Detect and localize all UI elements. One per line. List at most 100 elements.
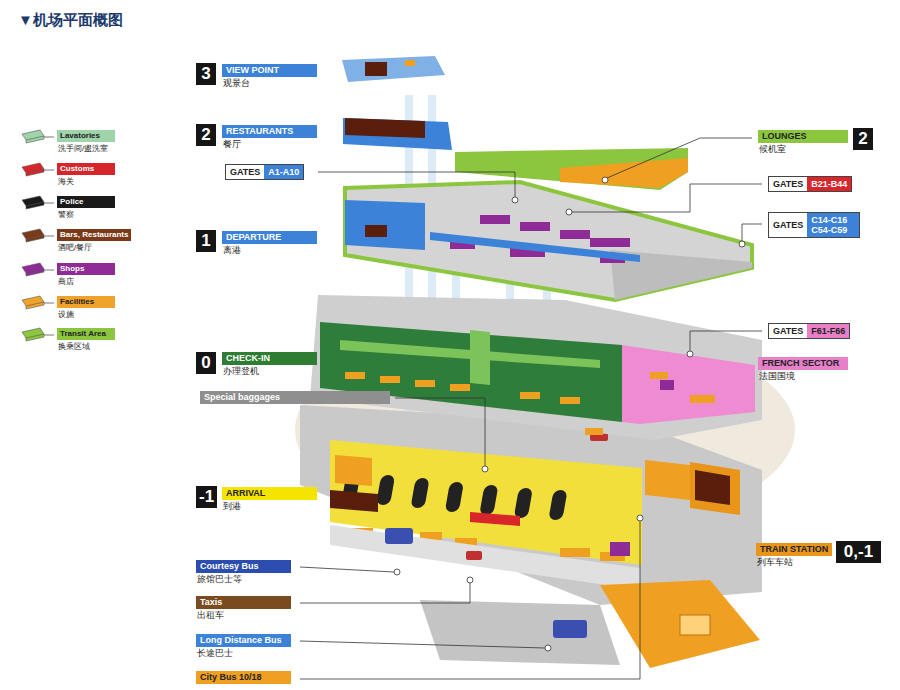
area-label-bar: Special baggages: [200, 391, 390, 404]
area-label-chinese: 离港: [222, 245, 317, 256]
legend-text: Police: [57, 196, 115, 208]
legend-chinese: 警察: [58, 210, 74, 220]
level-number: 0,-1: [836, 541, 881, 563]
legend-leader: [44, 270, 54, 271]
legend-swatch: [22, 130, 44, 143]
area-label-bar: CHECK-IN: [222, 352, 317, 365]
area-label: Special baggages: [200, 391, 390, 404]
gates-caption: GATES: [226, 165, 264, 179]
gate-box: GATESB21-B44: [768, 176, 852, 192]
gates-caption: GATES: [769, 324, 807, 338]
legend-chinese: 酒吧/餐厅: [58, 243, 92, 253]
legend-chinese: 商店: [58, 277, 74, 287]
area-label: ARRIVAL到港: [222, 487, 317, 512]
area-label: FRENCH SECTOR法国国境: [758, 357, 848, 382]
area-label-chinese: 旅馆巴士等: [196, 574, 291, 585]
area-label: RESTAURANTS餐厅: [222, 125, 317, 150]
legend-leader: [44, 303, 54, 304]
area-label-chinese: 长途巴士: [196, 648, 291, 659]
area-label: DEPARTURE离港: [222, 231, 317, 256]
level-number-text: -1: [199, 487, 214, 507]
legend-pin: [20, 194, 56, 212]
area-label-chinese: 列车车站: [756, 557, 832, 568]
gate-box: GATESC14-C16 C54-C59: [768, 212, 860, 238]
legend-swatch: [22, 196, 44, 209]
area-label-chinese: 餐厅: [222, 139, 317, 150]
legend-leader: [44, 203, 54, 204]
area-label: TRAIN STATION列车车站: [756, 543, 832, 568]
gates-caption: GATES: [769, 177, 807, 191]
area-label-bar: Long Distance Bus: [196, 634, 291, 647]
legend-chinese: 海关: [58, 177, 74, 187]
level-number-text: 2: [858, 129, 867, 149]
legend-text: Facilities: [57, 296, 115, 308]
legend-text: Transit Area: [57, 328, 115, 340]
area-label-chinese: 办理登机: [222, 366, 317, 377]
legend-pin: [20, 128, 56, 146]
area-label-chinese: 候机室: [758, 144, 848, 155]
level-number: 1: [196, 230, 216, 252]
area-label-chinese: 到港: [222, 501, 317, 512]
area-label-chinese: 法国国境: [758, 371, 848, 382]
area-label: Long Distance Bus长途巴士: [196, 634, 291, 659]
legend-chinese: 设施: [58, 310, 74, 320]
area-label: VIEW POINT观景台: [222, 64, 317, 89]
gate-box: GATESA1-A10: [225, 164, 304, 180]
area-label-bar: RESTAURANTS: [222, 125, 317, 138]
level-number-text: 2: [201, 125, 210, 145]
level-number-text: 0,-1: [844, 542, 873, 562]
area-label-chinese: 观景台: [222, 78, 317, 89]
legend-swatch: [22, 328, 44, 341]
legend-text: Lavatories: [57, 130, 115, 142]
legend-pin: [20, 294, 56, 312]
level-number-text: 1: [201, 231, 210, 251]
area-label-bar: Taxis: [196, 596, 291, 609]
area-label-bar: VIEW POINT: [222, 64, 317, 77]
legend-leader: [44, 335, 54, 336]
legend-text: Bars, Restaurants: [57, 229, 131, 241]
legend-swatch: [22, 296, 44, 309]
legend-pin: [20, 161, 56, 179]
area-label-bar: TRAIN STATION: [756, 543, 832, 556]
area-label-bar: FRENCH SECTOR: [758, 357, 848, 370]
area-label: Taxis出租车: [196, 596, 291, 621]
legend-chinese: 换乘区域: [58, 342, 90, 352]
area-label: Courtesy Bus旅馆巴士等: [196, 560, 291, 585]
gate-range: F61-F66: [807, 324, 849, 338]
legend-chinese: 洗手间/盥洗室: [58, 144, 108, 154]
area-label-chinese: 出租车: [196, 610, 291, 621]
legend-text: Customs: [57, 163, 115, 175]
legend-leader: [44, 236, 54, 237]
legend-pin: [20, 227, 56, 245]
legend-pin: [20, 261, 56, 279]
map-title: ▼机场平面概图: [18, 11, 123, 30]
legend-swatch: [22, 163, 44, 176]
area-label-bar: City Bus 10/18: [196, 671, 291, 684]
area-label-bar: ARRIVAL: [222, 487, 317, 500]
area-label: CHECK-IN办理登机: [222, 352, 317, 377]
legend-pin: [20, 326, 56, 344]
level-number-text: 3: [201, 64, 210, 84]
gate-range: A1-A10: [264, 165, 303, 179]
legend-swatch: [22, 263, 44, 276]
gate-box: GATESF61-F66: [768, 323, 850, 339]
area-label: LOUNGES候机室: [758, 130, 848, 155]
level-number: -1: [196, 486, 217, 508]
area-label-bar: DEPARTURE: [222, 231, 317, 244]
area-label: City Bus 10/18: [196, 671, 291, 684]
level-number: 0: [196, 352, 216, 374]
legend-leader: [44, 170, 54, 171]
gates-caption: GATES: [769, 213, 807, 237]
area-label-bar: Courtesy Bus: [196, 560, 291, 573]
legend-swatch: [22, 229, 44, 242]
gate-range: C14-C16 C54-C59: [807, 213, 859, 237]
area-label-bar: LOUNGES: [758, 130, 848, 143]
level-number: 2: [196, 124, 216, 146]
level-number: 2: [853, 128, 873, 150]
level-number: 3: [196, 63, 216, 85]
gate-range: B21-B44: [807, 177, 851, 191]
level-number-text: 0: [201, 353, 210, 373]
legend-leader: [44, 137, 54, 138]
